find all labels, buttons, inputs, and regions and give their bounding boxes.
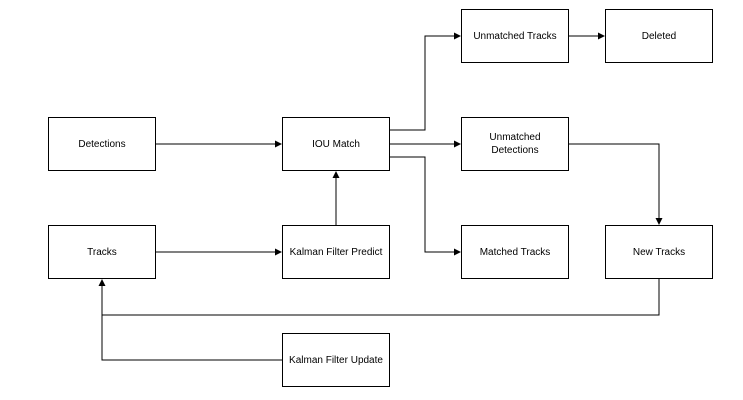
node-unmatched-detections: Unmatched Detections xyxy=(461,117,569,171)
edge-detections-to-iou-match xyxy=(156,140,282,148)
edge-iou-match-to-matched-tracks xyxy=(390,156,461,256)
node-detections: Detections xyxy=(48,117,156,171)
node-kalman-filter-predict: Kalman Filter Predict xyxy=(282,225,390,279)
node-unmatched-tracks: Unmatched Tracks xyxy=(461,9,569,63)
edge-iou-match-to-unmatched-tracks xyxy=(390,32,461,131)
node-tracks: Tracks xyxy=(48,225,156,279)
edge-unmatched-detections-to-new-tracks xyxy=(569,143,663,225)
node-label: Matched Tracks xyxy=(479,246,551,258)
node-matched-tracks: Matched Tracks xyxy=(461,225,569,279)
node-label: Kalman Filter Update xyxy=(289,354,383,366)
node-label: IOU Match xyxy=(312,138,360,150)
edge-new-tracks-to-tracks xyxy=(98,279,660,316)
edge-tracks-to-kalman-predict xyxy=(156,248,282,256)
node-label: Unmatched Detections xyxy=(489,132,541,156)
node-label: Deleted xyxy=(641,30,677,42)
edge-kalman-update-to-tracks xyxy=(101,315,282,361)
node-kalman-filter-update: Kalman Filter Update xyxy=(282,333,390,387)
node-deleted: Deleted xyxy=(605,9,713,63)
node-new-tracks: New Tracks xyxy=(605,225,713,279)
edge-kalman-predict-to-iou-match xyxy=(332,171,340,225)
node-label: Kalman Filter Predict xyxy=(289,246,383,258)
edge-iou-match-to-unmatched-detections xyxy=(390,140,461,148)
node-iou-match: IOU Match xyxy=(282,117,390,171)
edge-unmatched-tracks-to-deleted xyxy=(569,32,605,40)
node-label: Unmatched Tracks xyxy=(473,30,557,42)
node-label: Tracks xyxy=(87,246,117,258)
node-label: Detections xyxy=(78,138,126,150)
node-label: New Tracks xyxy=(632,246,686,258)
